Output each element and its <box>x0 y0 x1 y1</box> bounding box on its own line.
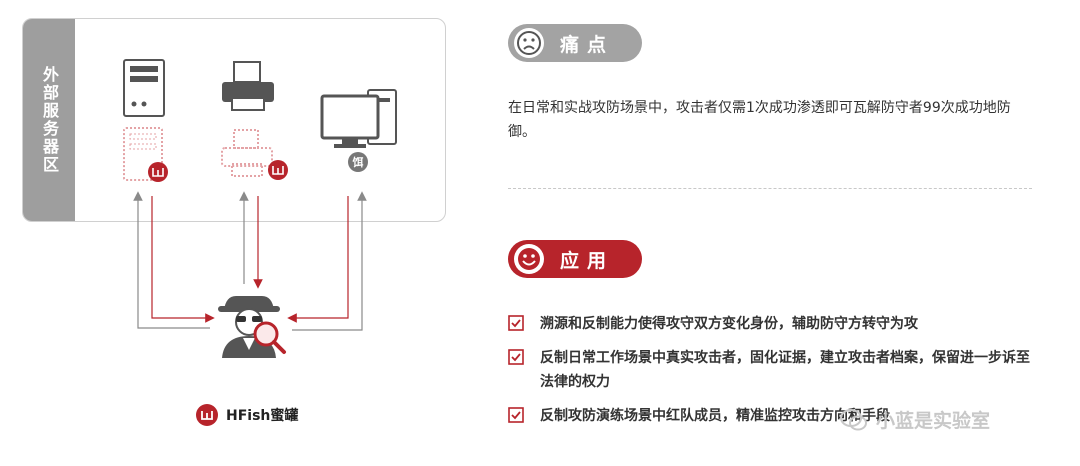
list-item: 反制攻防演练场景中红队成员，精准监控攻击方向和手段 <box>508 404 1038 428</box>
list-item-text: 反制攻防演练场景中红队成员，精准监控攻击方向和手段 <box>540 408 890 424</box>
application-list: 溯源和反制能力使得攻守双方变化身份，辅助防守方转守为攻 反制日常工作场景中真实攻… <box>508 312 1038 438</box>
zone-label: 外部服务器区 <box>23 19 75 221</box>
desktop-computer-icon <box>320 89 397 148</box>
printer-icon <box>222 61 274 111</box>
bait-badge: 饵 <box>348 152 368 172</box>
bait-badge-text: 饵 <box>352 155 364 169</box>
checkbox-checked-icon <box>508 315 524 331</box>
decoy-printer-icon <box>221 129 273 177</box>
decoy-server-icon <box>123 127 163 181</box>
pain-point-header: 痛点 <box>508 24 643 62</box>
magnifier-icon <box>253 321 286 354</box>
watermark-text: 小蓝是实验室 <box>876 410 991 432</box>
section-divider <box>508 188 1032 189</box>
list-item-text: 反制日常工作场景中真实攻击者，固化证据，建立攻击者档案，保留进一步诉至法律的权力 <box>540 350 1030 390</box>
connection-arrows <box>133 191 367 331</box>
diagram-graphics: 饵 <box>123 59 397 358</box>
checkbox-checked-icon <box>508 349 524 365</box>
list-item: 溯源和反制能力使得攻守双方变化身份，辅助防守方转守为攻 <box>508 312 1038 336</box>
zone-label-text: 外部服务器区 <box>40 66 59 174</box>
checkbox-checked-icon <box>508 407 524 423</box>
sad-face-icon <box>514 28 544 58</box>
honeypot-diagram: 外部服务器区 <box>0 0 470 466</box>
legend: HFish蜜罐 <box>196 404 298 426</box>
legend-text: HFish蜜罐 <box>226 408 299 424</box>
pain-point-title: 痛点 <box>560 33 615 56</box>
application-title: 应用 <box>560 249 615 272</box>
list-item-text: 溯源和反制能力使得攻守双方变化身份，辅助防守方转守为攻 <box>540 316 918 332</box>
hfish-badge-icon <box>148 162 168 182</box>
watermark: 小蓝是实验室 <box>840 406 990 433</box>
hfish-logo-icon <box>196 404 218 426</box>
server-icon <box>123 59 165 117</box>
list-item: 反制日常工作场景中真实攻击者，固化证据，建立攻击者档案，保留进一步诉至法律的权力 <box>508 346 1038 394</box>
wechat-icon <box>840 408 867 430</box>
smile-face-icon <box>514 244 544 274</box>
pain-point-text: 在日常和实战攻防场景中，攻击者仅需1次成功渗透即可瓦解防守者99次成功地防御。 <box>508 100 1011 140</box>
application-header: 应用 <box>508 240 643 278</box>
hfish-badge-icon <box>268 160 288 180</box>
